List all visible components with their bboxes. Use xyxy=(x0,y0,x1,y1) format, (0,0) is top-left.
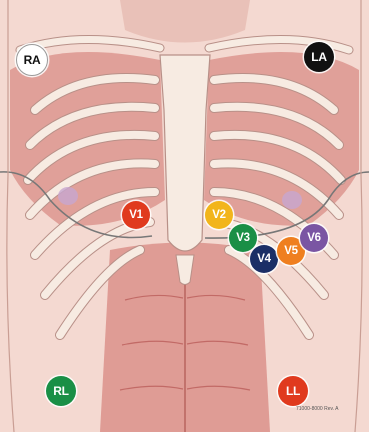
electrode-v4-label: V4 xyxy=(257,253,270,265)
electrode-v1[interactable]: V1 xyxy=(122,201,150,229)
electrode-v3-label: V3 xyxy=(236,232,249,244)
nipple-right xyxy=(58,187,78,205)
electrode-ra-label: RA xyxy=(24,53,41,67)
electrode-ra[interactable]: RA xyxy=(16,44,48,76)
reference-code: 71000-8000 Rev. A xyxy=(296,406,338,412)
electrode-v2[interactable]: V2 xyxy=(205,201,233,229)
electrode-v6-label: V6 xyxy=(307,232,320,244)
electrode-v1-label: V1 xyxy=(129,209,142,221)
electrode-la[interactable]: LA xyxy=(304,42,334,72)
nipple-left xyxy=(282,191,302,209)
electrode-v6[interactable]: V6 xyxy=(300,224,328,252)
electrode-v2-label: V2 xyxy=(212,209,225,221)
electrode-la-label: LA xyxy=(311,50,326,64)
electrode-v3[interactable]: V3 xyxy=(229,224,257,252)
sternum xyxy=(160,55,210,251)
electrode-v5-label: V5 xyxy=(284,245,297,257)
electrode-v4[interactable]: V4 xyxy=(250,245,278,273)
electrode-rl[interactable]: RL xyxy=(46,376,76,406)
electrode-ll-label: LL xyxy=(286,384,300,398)
electrode-rl-label: RL xyxy=(53,384,68,398)
electrode-ll[interactable]: LL xyxy=(278,376,308,406)
